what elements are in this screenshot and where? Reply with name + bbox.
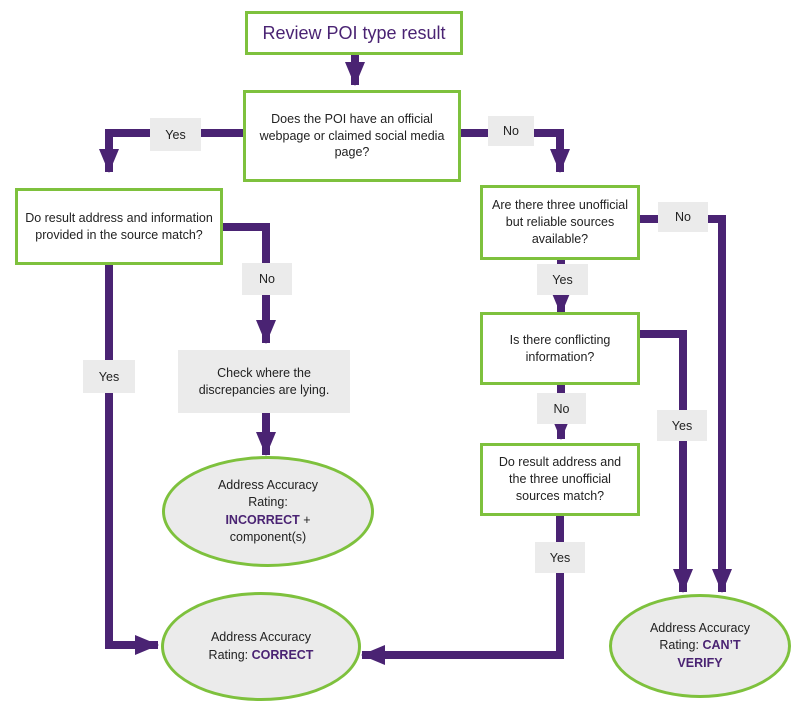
label-threematch-yes: Yes: [535, 542, 585, 573]
outcome-correct-prefix: Address Accuracy Rating:: [208, 630, 312, 662]
outcome-cant-verify-prefix: Address Accuracy Rating:: [649, 620, 751, 653]
decision-result-match-text: Do result address and information provid…: [25, 210, 213, 242]
decision-three-sources: Are there three unofficial but reliable …: [480, 185, 640, 260]
label-conflict-yes: Yes: [657, 410, 707, 441]
decision-official-page: Does the POI have an official webpage or…: [243, 90, 461, 182]
label-official-yes: Yes: [150, 118, 201, 151]
start-box: Review POI type result: [245, 11, 463, 55]
label-conflict-no: No: [537, 393, 586, 424]
outcome-cant-verify-rating: CAN’T VERIFY: [677, 638, 741, 670]
outcome-correct: Address Accuracy Rating: CORRECT: [161, 592, 361, 701]
arrow-conflict-yes: [640, 330, 693, 593]
action-check-discrepancies: Check where the discrepancies are lying.: [178, 350, 350, 413]
decision-three-match-text: Do result address and the three unoffici…: [498, 455, 622, 503]
decision-three-sources-text: Are there three unofficial but reliable …: [492, 198, 628, 246]
outcome-incorrect-prefix: Address Accuracy Rating:: [217, 477, 319, 510]
label-match-yes: Yes: [83, 360, 135, 393]
outcome-cant-verify: Address Accuracy Rating: CAN’T VERIFY: [609, 594, 791, 698]
label-sources-yes: Yes: [537, 264, 588, 295]
label-sources-no: No: [658, 202, 708, 232]
arrow-match-no: [222, 223, 276, 344]
arrow-match-yes: [105, 264, 159, 655]
decision-three-match: Do result address and the three unoffici…: [480, 443, 640, 516]
decision-conflicting: Is there conflicting information?: [480, 312, 640, 385]
decision-conflicting-text: Is there conflicting information?: [509, 332, 611, 364]
decision-result-match: Do result address and information provid…: [15, 188, 223, 265]
outcome-incorrect-rating: INCORRECT: [225, 512, 300, 527]
arrow-threematch-yes: [361, 515, 564, 665]
action-check-discrepancies-text: Check where the discrepancies are lying.: [198, 365, 330, 397]
outcome-correct-rating: CORRECT: [251, 647, 314, 662]
outcome-incorrect: Address Accuracy Rating: INCORRECT + com…: [162, 456, 374, 567]
label-official-no: No: [488, 116, 534, 146]
decision-official-page-text: Does the POI have an official webpage or…: [259, 111, 445, 160]
label-match-no: No: [242, 263, 292, 295]
outcome-incorrect-suffix: + component(s): [229, 512, 311, 545]
start-title: Review POI type result: [262, 22, 446, 43]
